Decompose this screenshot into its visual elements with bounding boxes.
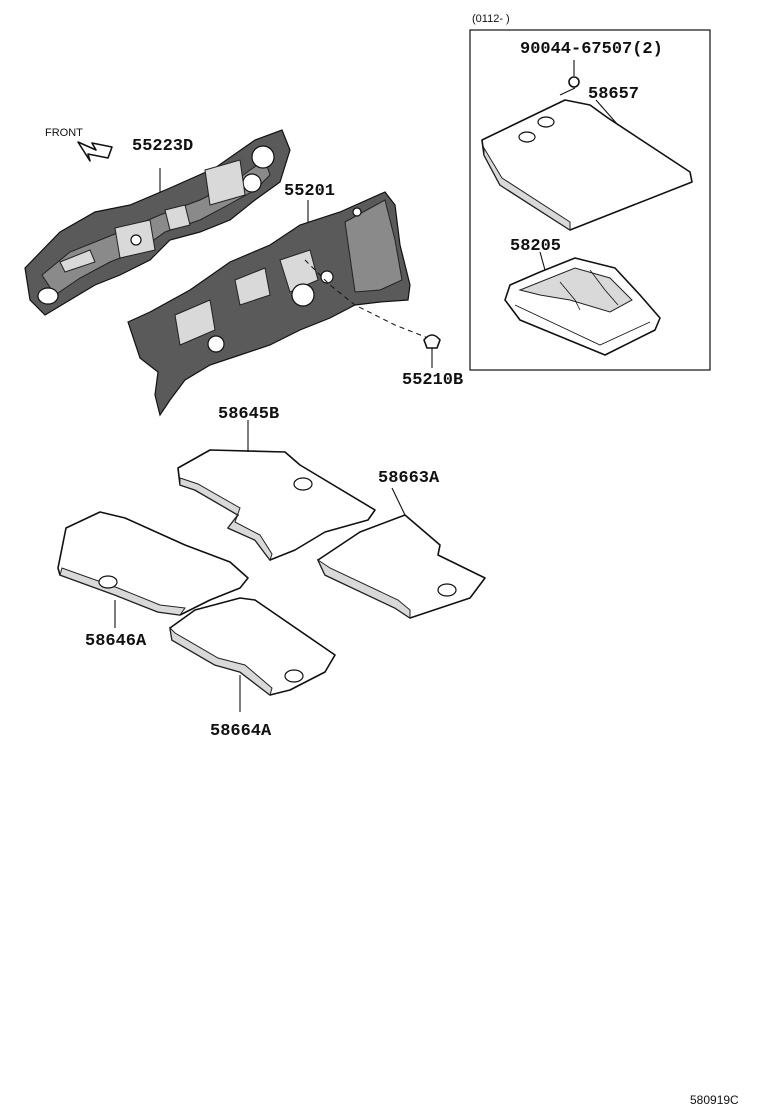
front-indicator: FRONT [45, 127, 113, 162]
label-58205: 58205 [510, 237, 561, 256]
dash-insulator-inner-shape [127, 191, 411, 417]
label-58657: 58657 [588, 85, 639, 104]
front-arrow-icon [77, 141, 113, 162]
part-58663A-drawing [316, 487, 486, 619]
part-58664A-drawing [169, 597, 336, 712]
part-58646A-drawing [57, 511, 249, 628]
date-range-label: (0112- ) [472, 13, 510, 25]
label-90044-67507: 90044-67507(2) [520, 40, 663, 59]
part-55201-drawing [127, 191, 429, 417]
label-58663A: 58663A [378, 469, 440, 488]
inset-box [469, 29, 711, 371]
label-55201: 55201 [284, 182, 335, 201]
part-58645B-drawing [177, 420, 376, 562]
inset-group: (0112- ) [469, 13, 711, 371]
label-58645B: 58645B [218, 405, 279, 424]
label-55223D: 55223D [132, 137, 193, 156]
mat-58657-shape [481, 99, 693, 231]
mat-58646A-shape [57, 511, 249, 616]
label-58664A: 58664A [210, 722, 272, 741]
diagram-id: 580919C [690, 1093, 739, 1107]
part-55210B-drawing [423, 334, 441, 368]
label-58646A: 58646A [85, 632, 147, 651]
part-55223D-drawing [24, 129, 291, 316]
part-58657-drawing [481, 87, 693, 231]
label-55210B: 55210B [402, 371, 463, 390]
part-90044-drawing [568, 60, 580, 88]
front-label: FRONT [45, 127, 83, 139]
part-58205-drawing [504, 251, 661, 356]
